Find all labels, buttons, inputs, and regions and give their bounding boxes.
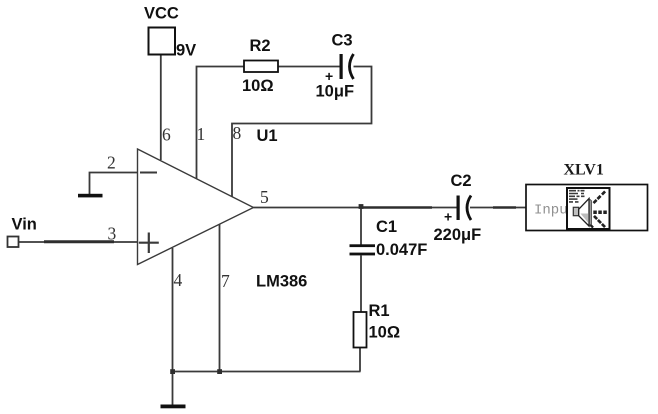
svg-text:XLV1: XLV1 [564, 162, 604, 179]
svg-text:6: 6 [162, 125, 171, 145]
svg-text:220μF: 220μF [434, 226, 482, 244]
svg-text:5: 5 [260, 187, 269, 207]
svg-text:4: 4 [174, 270, 183, 290]
svg-text:+: + [325, 68, 333, 84]
svg-text:R2: R2 [250, 37, 271, 55]
svg-text:U1: U1 [257, 127, 278, 145]
svg-text:+: + [444, 209, 452, 225]
svg-text:1: 1 [197, 124, 206, 144]
svg-text:Vin: Vin [12, 216, 37, 234]
svg-text:LM386: LM386 [256, 273, 307, 291]
svg-text:C1: C1 [376, 218, 397, 236]
svg-text:8: 8 [233, 123, 242, 143]
svg-text:3: 3 [108, 224, 117, 244]
svg-text:2: 2 [107, 153, 116, 173]
svg-text:0.047F: 0.047F [376, 241, 427, 259]
svg-text:9V: 9V [176, 42, 196, 60]
svg-text:10Ω: 10Ω [242, 77, 274, 95]
svg-text:7: 7 [221, 271, 230, 291]
svg-text:Input: Input [534, 203, 576, 219]
svg-text:R1: R1 [369, 302, 390, 320]
svg-text:VCC: VCC [144, 5, 179, 23]
svg-text:C2: C2 [451, 172, 472, 190]
svg-text:10μF: 10μF [316, 83, 355, 101]
svg-text:10Ω: 10Ω [369, 324, 401, 342]
svg-text:C3: C3 [332, 32, 353, 50]
